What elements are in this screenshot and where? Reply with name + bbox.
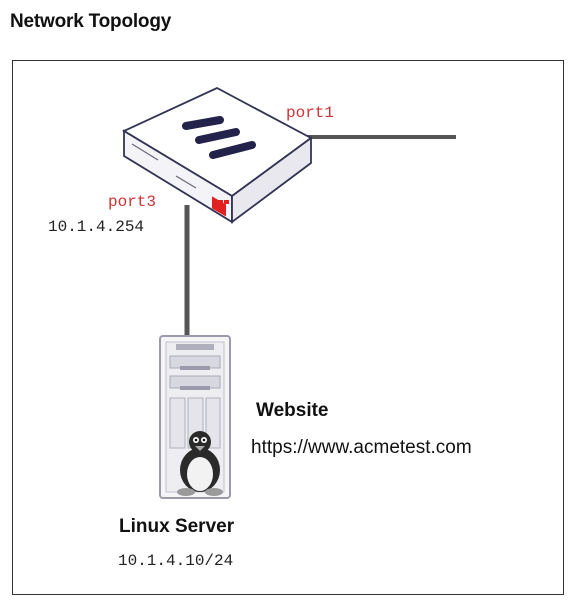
port1-label: port1: [286, 104, 335, 122]
website-title: Website: [256, 400, 329, 421]
server-ip-label: 10.1.4.10/24: [118, 552, 234, 570]
linux-penguin-icon: [177, 431, 223, 496]
port3-ip-label: 10.1.4.254: [48, 218, 145, 236]
port3-label: port3: [108, 193, 157, 211]
firewall-appliance-icon: [122, 86, 313, 224]
website-url: https://www.acmetest.com: [251, 437, 472, 458]
diagram-frame: [12, 60, 564, 595]
page-title: Network Topology: [10, 11, 172, 32]
server-name-label: Linux Server: [119, 516, 235, 537]
